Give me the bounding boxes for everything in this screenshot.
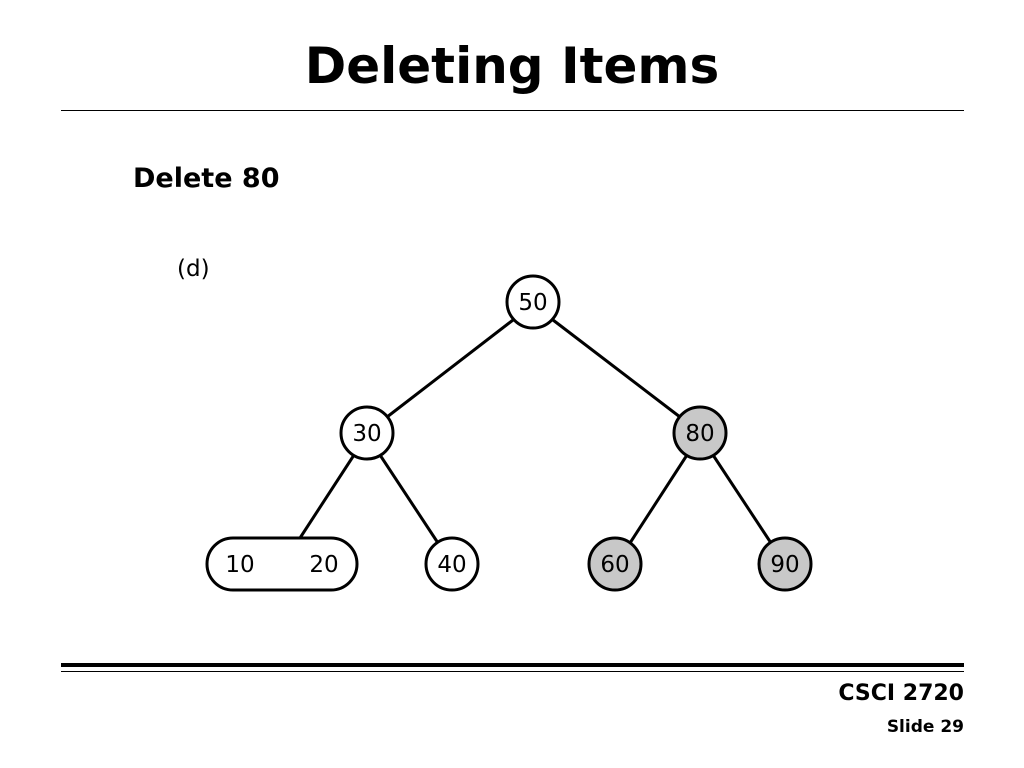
- footer-divider-thin: [61, 671, 964, 672]
- footer-divider-thick: [61, 663, 964, 667]
- node-circle-highlighted: [672, 405, 728, 461]
- tree-edges: [298, 318, 773, 544]
- node-circle-highlighted: [757, 536, 813, 592]
- node-label: 50: [518, 290, 547, 316]
- node-label-second: 20: [309, 552, 338, 578]
- node-label-first: 10: [225, 552, 254, 578]
- tree-node-left: 30: [339, 405, 395, 461]
- slide-title: Deleting Items: [304, 37, 720, 95]
- tree-node-leaf-lr: 40: [424, 536, 480, 592]
- tree-node-leaf-ll: 10 20: [205, 536, 359, 592]
- edge-root-right: [552, 318, 681, 419]
- slide-subtitle: Delete 80: [133, 163, 280, 194]
- panel-label: (d): [177, 256, 210, 282]
- node-label: 80: [685, 421, 714, 447]
- title-divider: [61, 110, 964, 111]
- edge-left-leaf-ll: [298, 454, 356, 539]
- node-circle: [505, 274, 561, 330]
- edge-root-left: [386, 318, 514, 419]
- node-label: 60: [600, 552, 629, 578]
- tree-node-root: 50: [505, 274, 561, 330]
- node-pill: [205, 536, 359, 592]
- node-circle: [339, 405, 395, 461]
- edge-right-leaf-rl: [628, 454, 689, 544]
- edge-left-leaf-lr: [378, 454, 440, 544]
- tree-node-right: 80: [672, 405, 728, 461]
- node-circle: [424, 536, 480, 592]
- tree-node-leaf-rl: 60: [587, 536, 643, 592]
- node-label: 30: [352, 421, 381, 447]
- slide-number: Slide 29: [886, 717, 964, 737]
- course-label: CSCI 2720: [838, 681, 964, 706]
- edge-right-leaf-rr: [711, 454, 773, 544]
- node-label: 90: [770, 552, 799, 578]
- node-label: 40: [437, 552, 466, 578]
- node-circle-highlighted: [587, 536, 643, 592]
- tree-node-leaf-rr: 90: [757, 536, 813, 592]
